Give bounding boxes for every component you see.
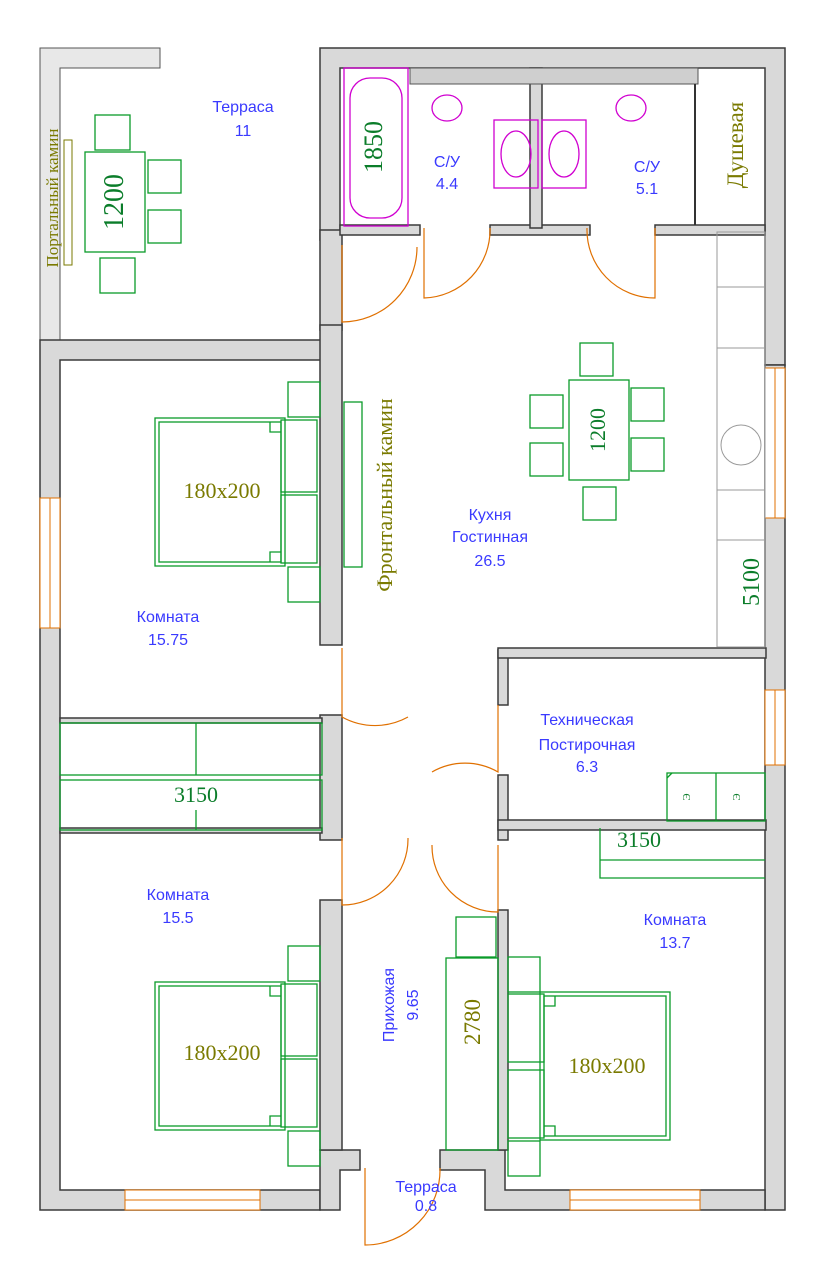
doors	[341, 227, 656, 1246]
wardrobe-right	[599, 828, 765, 879]
terrace-small-area: 0.8	[415, 1198, 437, 1215]
terrace-area: 11	[235, 123, 252, 140]
bath2-area: 5.1	[636, 181, 658, 198]
kitchen-name-2: Гостинная	[452, 529, 528, 546]
portal-fireplace-label: Портальный камин	[43, 129, 62, 268]
technical-name-1: Техническая	[540, 712, 633, 729]
wardrobe-left-dimension: 3150	[174, 782, 218, 807]
kitchen-dining-set	[529, 342, 665, 521]
shower-name: Душевая	[723, 101, 748, 188]
hall-wardrobe	[445, 916, 499, 1151]
room-right-bottom-name: Комната	[644, 912, 707, 929]
bed-bottom-right	[507, 956, 671, 1177]
room-left-top-area: 15.75	[148, 632, 188, 649]
bed-bottom-right-dimension: 180x200	[569, 1053, 646, 1078]
bath1-name: С/У	[434, 154, 461, 171]
bed-bottom-left-dimension: 180x200	[184, 1040, 261, 1065]
washer-1-label: Э	[681, 793, 693, 800]
kitchen-counter	[716, 231, 766, 648]
terrace-small-name: Терраса	[395, 1179, 456, 1196]
washers	[666, 772, 766, 822]
windows	[39, 367, 786, 1211]
kitchen-area: 26.5	[474, 553, 505, 570]
bath1-area: 4.4	[436, 176, 458, 193]
room-left-bottom-name: Комната	[147, 887, 210, 904]
bed-bottom-left	[154, 945, 321, 1167]
bathtub	[343, 67, 409, 227]
bathtub-dimension: 1850	[359, 121, 388, 173]
kitchen-name-1: Кухня	[469, 507, 512, 524]
hallway-area: 9.65	[405, 989, 422, 1020]
room-right-bottom-area: 13.7	[659, 935, 690, 952]
terrace-table-dimension: 1200	[99, 174, 130, 230]
technical-name-2: Постирочная	[539, 737, 636, 754]
walls	[39, 47, 786, 1211]
bed-top-left-dimension: 180x200	[184, 478, 261, 503]
toilets	[431, 94, 647, 122]
bed-top-left	[154, 381, 321, 603]
room-left-top-name: Комната	[137, 609, 200, 626]
wardrobe-right-dimension: 3150	[617, 827, 661, 852]
front-fireplace	[343, 401, 363, 568]
terrace-name: Терраса	[212, 99, 273, 116]
kitchen-table-dimension: 1200	[585, 408, 610, 452]
hall-wardrobe-dimension: 2780	[460, 999, 485, 1045]
kitchen-counter-dimension: 5100	[739, 558, 765, 606]
front-fireplace-label: Фронтальный камин	[372, 398, 397, 592]
room-left-bottom-area: 15.5	[162, 910, 193, 927]
sinks	[493, 119, 587, 189]
washer-2-label: Э	[731, 793, 743, 800]
bath2-name: С/У	[634, 159, 661, 176]
wardrobe-left	[59, 722, 323, 831]
terrace-dining-set	[84, 114, 182, 294]
technical-area: 6.3	[576, 759, 598, 776]
portal-fireplace	[63, 139, 73, 266]
hallway-name: Прихожая	[381, 968, 398, 1042]
